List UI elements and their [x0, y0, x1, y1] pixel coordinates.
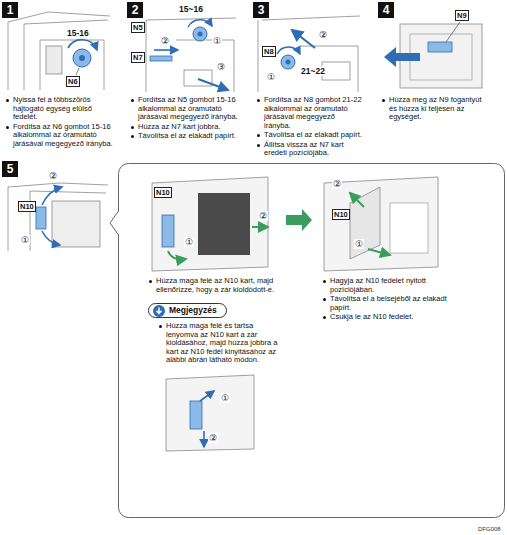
text-column: Húzza meg az N9 fogantyút és húzza ki te…: [381, 96, 489, 123]
instruction-text: Fordítsa az N8 gombot 21-22 alkalommal a…: [256, 96, 362, 130]
instruction-text: Fordítsa az N6 gombot 15-16 alkalommal a…: [5, 123, 113, 149]
part-label: N7: [131, 52, 145, 63]
part-label: N8: [262, 46, 276, 57]
instruction-text: Húzza meg az N9 fogantyút és húzza ki te…: [381, 96, 489, 122]
step-number-text: 4: [378, 2, 394, 18]
step-number: 3: [253, 2, 269, 18]
callout-number: ①: [184, 237, 194, 247]
step-number-text: 1: [2, 2, 18, 18]
turn-count: 15~16: [178, 4, 204, 14]
callout-outline-path: [110, 164, 505, 518]
note-icon-arrow: [157, 308, 162, 314]
text-column: Húzza maga felé az N10 kart, majd ellenő…: [148, 277, 280, 366]
callout-number: ②: [208, 433, 218, 443]
turn-count: 15-16: [66, 28, 90, 38]
text-column: Nyissa fel a többszörös hajtogató egység…: [5, 96, 113, 149]
instruction-text: Állítsa vissza az N7 kart eredeti pozíci…: [256, 141, 362, 158]
callout-number: ③: [216, 62, 226, 72]
text-column: Hagyja az N10 fedelet nyitott pozíciójáb…: [322, 277, 450, 323]
step-number-text: 3: [253, 2, 269, 18]
callout-box: Húzza maga felé az N10 kart, majd ellenő…: [118, 163, 505, 518]
callout-number: ①: [354, 239, 364, 249]
part-label: N6: [66, 76, 80, 87]
callout-number: ①: [266, 72, 276, 82]
note-heading-text: Megjegyzés: [169, 305, 217, 316]
turn-count: 21~22: [300, 66, 326, 76]
step-number-text: 2: [127, 2, 143, 18]
note-icon-circle: [153, 305, 165, 317]
instruction-text: Fordítsa az N5 gombot 15-16 alkalommal a…: [130, 96, 238, 122]
instruction-text: Húzza az N7 kart jobbra.: [130, 123, 238, 132]
instruction-text: Húzza maga felé és tartsa lenyomva az N1…: [158, 322, 280, 365]
part-label: N10: [18, 201, 36, 212]
text-column: Fordítsa az N5 gombot 15-16 alkalommal a…: [130, 96, 238, 142]
step-number-text: 5: [2, 161, 18, 177]
note-slot: Megjegyzés: [148, 299, 280, 318]
instruction-text: Távolítsa el az elakadt papírt.: [256, 131, 362, 140]
callout-number: ①: [212, 36, 222, 46]
part-label: N10: [332, 209, 350, 220]
callout-number: ②: [332, 179, 342, 189]
callout-number: ②: [48, 171, 58, 181]
instruction-text: Hagyja az N10 fedelet nyitott pozíciójáb…: [322, 277, 450, 294]
part-label: N5: [131, 22, 145, 33]
callout-number: ①: [220, 393, 230, 403]
part-label: N9: [455, 10, 469, 21]
callout-number: ②: [318, 30, 328, 40]
step-number: 5: [2, 161, 18, 177]
note-icon: [153, 305, 165, 317]
callout-number: ①: [20, 235, 30, 245]
instruction-text: Távolítsa el a belsejéből az elakadt pap…: [322, 295, 450, 312]
step-number: 1: [2, 2, 18, 18]
step-number: 2: [127, 2, 143, 18]
text-column: Fordítsa az N8 gombot 21-22 alkalommal a…: [256, 96, 362, 159]
step-number: 4: [378, 2, 394, 18]
instruction-text: Csukja le az N10 fedelet.: [322, 313, 450, 322]
instruction-text: Távolítsa el az elakadt papírt.: [130, 132, 238, 141]
instruction-text: Nyissa fel a többszörös hajtogató egység…: [5, 96, 113, 122]
figure-code: DFG008: [478, 526, 501, 533]
note-heading: Megjegyzés: [148, 303, 227, 318]
instruction-text: Húzza maga felé az N10 kart, majd ellenő…: [148, 277, 280, 294]
part-label: N10: [154, 187, 172, 198]
callout-number: ②: [160, 36, 170, 46]
callout-number: ②: [258, 211, 268, 221]
